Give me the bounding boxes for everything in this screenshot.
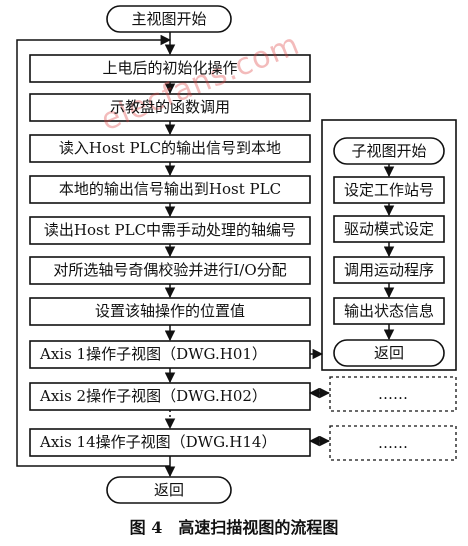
sub-station-box	[333, 176, 445, 204]
sub-status-label: 输出状态信息	[343, 301, 434, 320]
sub-drive-mode-box	[333, 215, 445, 243]
sub-station-label: 设定工作站号	[343, 180, 434, 199]
sub-motion-program-box	[333, 256, 445, 284]
step-position-label: 设置该轴操作的位置值	[94, 302, 245, 320]
step-init-label: 上电后的初始化操作	[102, 59, 238, 77]
step-read-axis-label: 读出Host PLC中需手动处理的轴编号	[43, 221, 297, 239]
step-write-plc-label: 本地的输出信号输出到Host PLC	[58, 180, 282, 198]
step-read-plc-label: 读入Host PLC的输出信号到本地	[58, 139, 282, 157]
step-teach-pendant-label: 示教盘的函数调用	[109, 98, 230, 116]
step-parity-label: 对所选轴号奇偶校验并进行I/O分配	[53, 261, 287, 279]
sub-end-label: 返回	[373, 343, 404, 362]
step-axis1-label: Axis 1操作子视图（DWG.H01）	[40, 345, 267, 363]
sub-motion-program-label: 调用运动程序	[343, 260, 434, 279]
subview-container	[321, 119, 457, 371]
main-start-label: 主视图开始	[131, 9, 207, 28]
sub-start-label: 子视图开始	[351, 141, 427, 160]
main-end-label: 返回	[153, 480, 184, 499]
step-axis2-box	[29, 382, 311, 411]
axis14-ellipsis: ……	[378, 433, 408, 452]
step-read-plc-box	[29, 134, 311, 163]
sub-status-box	[333, 297, 445, 325]
step-axis1-box	[29, 340, 311, 369]
step-init-box	[29, 54, 311, 83]
step-axis2-label: Axis 2操作子视图（DWG.H02）	[40, 387, 267, 405]
step-axis14-label: Axis 14操作子视图（DWG.H14）	[40, 433, 277, 451]
step-position-box	[29, 297, 311, 326]
loop-back-line	[16, 34, 172, 467]
main-start-terminal	[106, 5, 232, 33]
sub-drive-mode-label: 驱动模式设定	[343, 219, 434, 238]
figure-caption: 图 4 高速扫描视图的流程图	[129, 518, 339, 537]
axis2-ellipsis: ……	[378, 384, 408, 403]
